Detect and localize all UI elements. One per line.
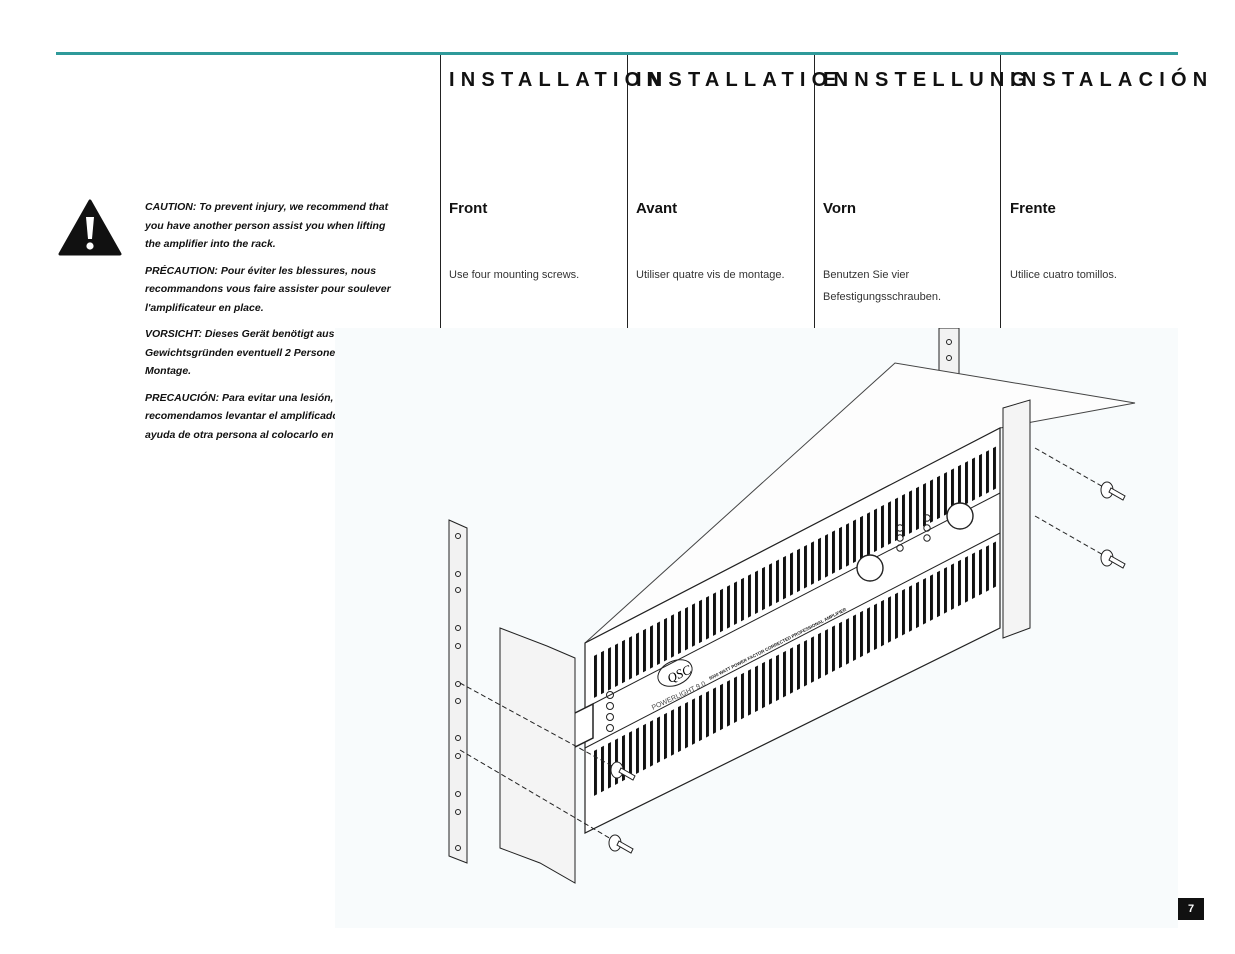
column-heading: INSTALACIÓN: [1010, 69, 1214, 91]
column-heading: INSTALLATION: [449, 69, 668, 91]
rack-rail-left: [448, 519, 468, 864]
caution-german: VORSICHT: Dieses Gerät benötigt aus Gewi…: [145, 328, 361, 377]
column-divider: [627, 55, 628, 328]
column-subheading: Frente: [1010, 200, 1056, 217]
column-body: Utilice cuatro tomillos.: [1010, 269, 1117, 281]
screw-icon: [610, 761, 636, 781]
column-body: Benutzen Sie vier Befestigungsschrauben.: [823, 269, 942, 303]
column-subheading: Front: [449, 200, 488, 217]
amplifier-chassis: QSC POWERLIGHT 9.0 9000 WATT POWER FACTO…: [499, 362, 1136, 884]
column-heading: INSTALLATION: [636, 69, 855, 91]
caution-block: CAUTION: To prevent injury, we recommend…: [145, 198, 403, 452]
column-subheading: Avant: [636, 200, 678, 217]
column-subheading: Vorn: [823, 200, 857, 217]
rack-mount-illustration: QSC POWERLIGHT 9.0 9000 WATT POWER FACTO…: [335, 328, 1178, 928]
column-body: Use four mounting screws.: [449, 269, 580, 281]
column-body: Utiliser quatre vis de montage.: [636, 269, 785, 281]
column-divider: [814, 55, 815, 328]
column-divider: [1000, 55, 1001, 328]
column-heading: EINSTELLUNG: [823, 69, 1033, 91]
mounting-screws: [459, 447, 1126, 854]
screw-icon: [608, 834, 634, 854]
caution-french: PRÉCAUTION: Pour éviter les blessures, n…: [145, 264, 391, 314]
column-divider: [440, 55, 441, 328]
top-accent-rule: [56, 52, 1178, 55]
screw-icon: [1100, 481, 1126, 501]
caution-spanish: PRECAUCIÓN: Para evitar una lesión, le r…: [145, 391, 377, 441]
caution-english: CAUTION: To prevent injury, we recommend…: [145, 201, 389, 250]
warning-triangle-icon: [58, 199, 122, 256]
page-number: 7: [1178, 898, 1204, 920]
screw-icon: [1100, 549, 1126, 569]
